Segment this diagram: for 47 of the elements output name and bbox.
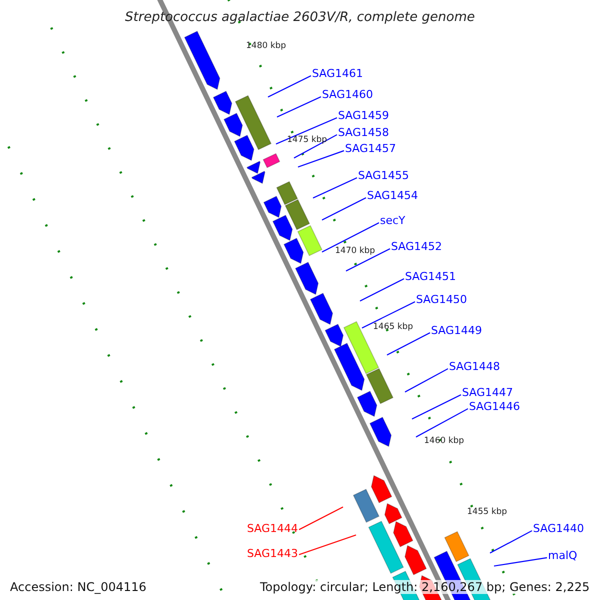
gene-label: SAG1449 — [431, 325, 482, 336]
leader-line — [494, 557, 548, 567]
leader-line — [294, 134, 338, 158]
genome-summary-text: Topology: circular; Length: 2,160,267 bp; Genes: 2,225 — [258, 580, 592, 594]
gene-label: SAG1451 — [405, 271, 456, 282]
scale-label: 1475 kbp — [287, 136, 328, 144]
scale-label: 1470 kbp — [335, 247, 376, 256]
gene-label: SAG1440 — [533, 523, 584, 534]
leader-line — [298, 534, 356, 556]
gene-label: SAG1443 — [247, 548, 298, 559]
leader-line — [276, 117, 338, 144]
leader-line — [412, 394, 462, 420]
leader-line — [360, 278, 404, 302]
gene-label: SAG1452 — [391, 241, 442, 252]
gene-label: SAG1446 — [469, 401, 520, 412]
gene-label: malQ — [548, 550, 578, 561]
gene-label: SAG1455 — [358, 170, 410, 181]
gene-label: SAG1450 — [416, 294, 468, 305]
gene-label: SAG1457 — [345, 143, 396, 154]
leader-line — [298, 150, 344, 168]
map-title: Streptococcus agalactiae 2603V/R, complete genome — [125, 11, 475, 24]
leader-line — [312, 177, 358, 198]
gene-label: secY — [380, 215, 406, 226]
leader-line — [362, 301, 416, 328]
gene-label: SAG1448 — [449, 361, 500, 372]
leader-line — [404, 368, 448, 392]
leader-line — [416, 408, 468, 438]
leader-line — [386, 332, 430, 356]
scale-label: 1480 kbp — [246, 42, 286, 50]
gene-label: SAG1459 — [338, 110, 390, 121]
scale-label: 1460 kbp — [424, 437, 464, 446]
gene-label: SAG1460 — [322, 89, 374, 100]
leader-line — [298, 506, 344, 530]
leader-line — [322, 222, 380, 252]
gene-label: SAG1458 — [338, 127, 390, 138]
scale-label: 1465 kbp — [373, 323, 414, 332]
leader-line — [346, 248, 390, 272]
leader-line — [276, 96, 322, 118]
gene-label: SAG1444 — [247, 523, 298, 534]
leader-line — [268, 75, 312, 98]
gene-label: SAG1454 — [367, 190, 418, 201]
leader-line — [490, 530, 532, 554]
gene-label: SAG1461 — [312, 68, 364, 79]
accession-text: Accession: NC_004116 — [8, 580, 148, 594]
scale-label: 1455 kbp — [467, 508, 508, 516]
gene-label: SAG1447 — [462, 387, 514, 398]
leader-line — [322, 197, 366, 220]
